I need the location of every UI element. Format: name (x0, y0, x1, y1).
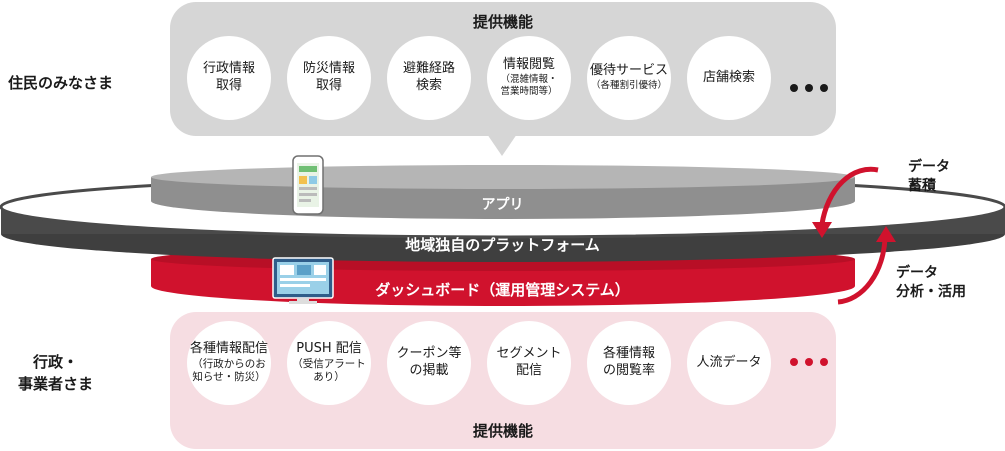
monitor-icon (272, 257, 334, 304)
bottom-panel-title: 提供機能 (472, 422, 533, 440)
feature-coupon-posting: クーポン等 の掲載 (387, 321, 471, 405)
platform-label: 地域独自のプラットフォーム (405, 236, 600, 254)
feature-evacuation-route: 避難経路 検索 (387, 36, 471, 120)
residents-label: 住民のみなさま (8, 74, 114, 92)
app-layer (151, 165, 855, 219)
top-panel-title: 提供機能 (472, 13, 533, 31)
feature-label: 各種情報配信 (189, 340, 268, 356)
feature-view-rate: 各種情報 の閲覧率 (587, 321, 671, 405)
bottom-feature-panel: 各種情報配信 （行政からのお 知らせ・防災） PUSH 配信 （受信アラート あ… (170, 312, 836, 449)
feature-label: 各種情報 の閲覧率 (602, 346, 655, 378)
feature-sublabel: （混雑情報・ 営業時間等） (500, 74, 558, 98)
feature-segment-distribution: セグメント 配信 (487, 321, 571, 405)
more-dots-icon (790, 358, 828, 366)
feature-store-search: 店舗検索 (687, 36, 771, 120)
feature-label: 避難経路 検索 (402, 61, 455, 93)
more-dots-icon (790, 84, 828, 92)
dashboard-label: ダッシュボード（運用管理システム） (375, 281, 630, 299)
data-analysis-label: データ 分析・活用 (896, 265, 966, 300)
feature-push-distribution: PUSH 配信 （受信アラート あり） (287, 321, 371, 405)
feature-people-flow-data: 人流データ (687, 321, 771, 405)
feature-label: 情報閲覧 (502, 57, 555, 73)
feature-admin-info: 行政情報 取得 (187, 36, 271, 120)
feature-label: 人流データ (696, 354, 762, 370)
cycle-arrowhead-up (876, 226, 896, 242)
feature-disaster-info: 防災情報 取得 (287, 36, 371, 120)
feature-label: 行政情報 取得 (202, 61, 255, 93)
data-cycle-arrow (819, 166, 888, 305)
feature-benefit-service: 優待サービス （各種割引優待） (587, 36, 671, 120)
feature-info-browse: 情報閲覧 （混雑情報・ 営業時間等） (487, 36, 571, 120)
feature-label: セグメント 配信 (496, 346, 562, 378)
speech-pointer (487, 134, 517, 156)
feature-label: 防災情報 取得 (302, 61, 355, 93)
data-accumulation-label: データ 蓄積 (908, 159, 950, 194)
feature-label: 優待サービス (589, 63, 668, 79)
feature-sublabel: （受信アラート あり） (292, 357, 366, 384)
feature-info-distribution: 各種情報配信 （行政からのお 知らせ・防災） (187, 321, 271, 405)
feature-sublabel: （行政からのお 知らせ・防災） (192, 357, 266, 384)
top-feature-panel: 提供機能 行政情報 取得 防災情報 取得 避難経路 検索 情報閲覧 （混雑情報・… (170, 2, 836, 136)
admin-label: 行政・ 事業者さま (18, 353, 94, 393)
cycle-arrowhead-down (812, 222, 832, 238)
smartphone-icon (292, 155, 324, 215)
feature-label: クーポン等 の掲載 (396, 346, 462, 378)
feature-label: PUSH 配信 (296, 340, 362, 356)
feature-sublabel: （各種割引優待） (590, 80, 667, 92)
app-label: アプリ (481, 197, 524, 213)
feature-label: 店舗検索 (702, 69, 755, 85)
